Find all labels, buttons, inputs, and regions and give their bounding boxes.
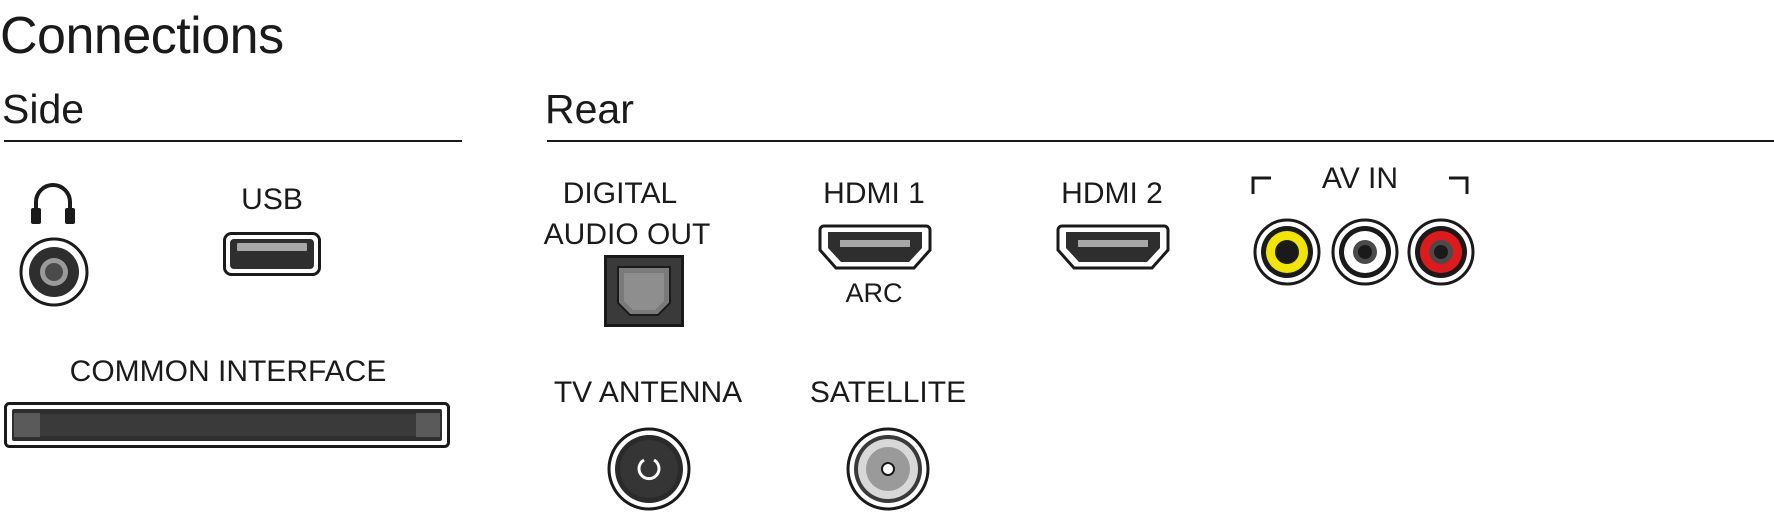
page-title: Connections <box>0 7 284 65</box>
common-interface-label: COMMON INTERFACE <box>69 355 387 388</box>
digital-audio-out-port[interactable] <box>604 255 684 327</box>
av-in-video-jack[interactable] <box>1252 217 1322 287</box>
hdmi1-label: HDMI 1 <box>823 177 925 210</box>
common-interface-slot[interactable] <box>4 402 450 448</box>
hdmi1-arc-label: ARC <box>845 278 903 308</box>
rear-heading: Rear <box>545 86 634 132</box>
satellite-label: SATELLITE <box>809 376 967 409</box>
headphone-jack[interactable] <box>18 236 90 308</box>
side-heading: Side <box>2 86 85 132</box>
rear-divider <box>547 140 1774 142</box>
av-in-bracket-left <box>1251 176 1271 194</box>
side-divider <box>4 140 462 142</box>
hdmi2-label: HDMI 2 <box>1061 177 1163 210</box>
av-in-label: AV IN <box>1321 162 1399 195</box>
hdmi2-port[interactable] <box>1056 224 1170 270</box>
av-in-audio-left-jack[interactable] <box>1330 217 1400 287</box>
digital-audio-label-line1: DIGITAL <box>562 177 678 210</box>
satellite-port[interactable] <box>845 426 931 512</box>
digital-audio-label-line2: AUDIO OUT <box>543 218 711 251</box>
hdmi1-port[interactable] <box>818 224 932 270</box>
tv-antenna-label: TV ANTENNA <box>553 376 743 409</box>
usb-label: USB <box>241 183 303 216</box>
tv-antenna-port[interactable] <box>606 426 692 512</box>
av-in-audio-right-jack[interactable] <box>1406 217 1476 287</box>
usb-port[interactable] <box>223 232 321 276</box>
headphones-icon <box>31 183 75 224</box>
av-in-bracket-right <box>1449 176 1469 194</box>
